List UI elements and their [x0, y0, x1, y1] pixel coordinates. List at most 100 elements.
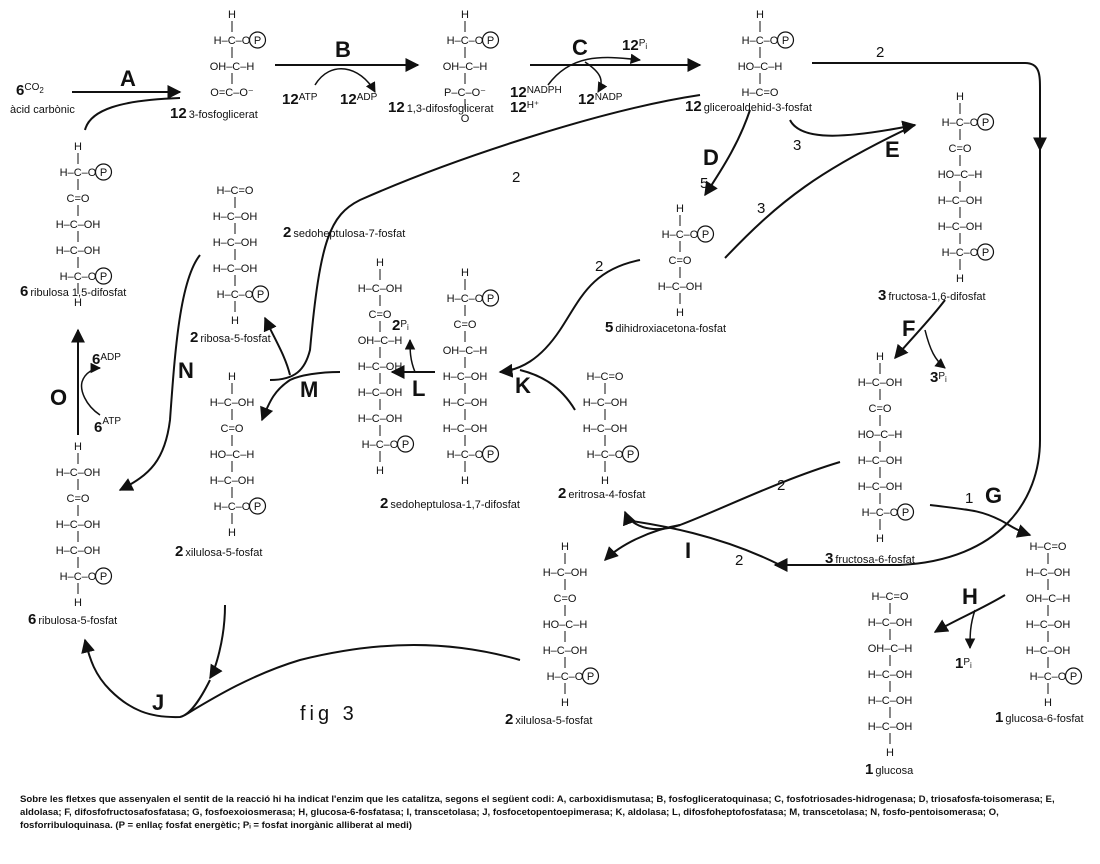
- svg-text:6ADP: 6ADP: [92, 351, 121, 368]
- enzyme-h: H: [962, 584, 978, 609]
- atom-row: HO–C–H: [738, 61, 783, 73]
- atom-row: H–C–O: [447, 35, 484, 47]
- atom-row: H–C–O: [547, 671, 584, 683]
- atom-row: H–C–OH: [858, 481, 903, 493]
- atom-row: H: [74, 597, 82, 609]
- atom-row: C=O: [869, 403, 892, 415]
- atom-row: OH–C–H: [210, 61, 255, 73]
- count-i-f6p: 2: [777, 477, 785, 494]
- atom-row: H–C–OH: [56, 545, 101, 557]
- atom-row: H–C–O: [217, 289, 254, 301]
- atom-row: HO–C–H: [938, 169, 983, 181]
- atom-row: H: [74, 141, 82, 153]
- atom-row: H: [561, 697, 569, 709]
- arrow-a-branch: [84, 97, 181, 131]
- phosphate-circle: [248, 497, 267, 515]
- phosphate-label: P: [487, 449, 494, 461]
- arrow-l-pi: [404, 338, 416, 373]
- arrow-h-pi: [964, 609, 976, 650]
- atom-row: HO–C–H: [858, 429, 903, 441]
- arrow-i-from-f6p: [624, 519, 781, 566]
- enzyme-e: E: [885, 137, 900, 162]
- arrow-j-from-xu5p-a: [209, 604, 226, 680]
- atom-row: H–C–O: [942, 117, 979, 129]
- arrow-j-to-ru5p: [81, 638, 211, 719]
- phosphate-circle: [896, 503, 915, 521]
- atom-row: H–C=O: [587, 371, 624, 383]
- atom-row: H–C–O: [447, 293, 484, 305]
- atom-row: C=O: [669, 255, 692, 267]
- enzyme-m: M: [300, 377, 318, 402]
- phosphate-label: P: [402, 439, 409, 451]
- arrow-f-pi: [924, 329, 946, 369]
- atom-row: H: [228, 371, 236, 383]
- phosphate-label: P: [254, 35, 261, 47]
- atom-row: H–C–OH: [1026, 567, 1071, 579]
- phosphate-label: P: [982, 117, 989, 129]
- enzyme-j: J: [152, 690, 164, 715]
- atom-row: H–C–O: [362, 439, 399, 451]
- phosphate-label: P: [100, 571, 107, 583]
- atom-row: H–C–OH: [56, 219, 101, 231]
- phosphate-label: P: [100, 167, 107, 179]
- atom-row: H–C–O: [60, 167, 97, 179]
- arrow-i-to-xu5p: [604, 524, 681, 561]
- arrow-d: [704, 109, 751, 197]
- atom-row: H–C–OH: [56, 245, 101, 257]
- phosphate-circle: [481, 31, 500, 49]
- atom-row: H: [1044, 697, 1052, 709]
- atom-row: OH–C–H: [443, 61, 488, 73]
- enzyme-n: N: [178, 358, 194, 383]
- atom-row: OH–C–H: [868, 643, 913, 655]
- atom-row: C=O: [554, 593, 577, 605]
- svg-text:12ADP: 12ADP: [340, 91, 378, 108]
- atom-row: H: [461, 9, 469, 21]
- atom-row: H–C–O: [942, 247, 979, 259]
- atom-row: C=O: [454, 319, 477, 331]
- phosphate-circle: [248, 31, 267, 49]
- enzyme-f: F: [902, 316, 915, 341]
- phosphate-circle: [481, 445, 500, 463]
- svg-text:12Pi: 12Pi: [622, 37, 647, 54]
- svg-text:12H⁺: 12H⁺: [510, 99, 539, 116]
- atom-row: H–C–OH: [858, 455, 903, 467]
- atom-row: H–C–OH: [658, 281, 703, 293]
- phosphate-label: P: [627, 449, 634, 461]
- atom-row: H: [601, 475, 609, 487]
- atom-row: H–C–OH: [56, 467, 101, 479]
- atom-row: O=C–O⁻: [210, 87, 254, 99]
- arrow-f: [894, 299, 946, 360]
- atom-row: H–C–OH: [210, 475, 255, 487]
- atom-row: H–C–OH: [358, 361, 403, 373]
- atom-row: C=O: [221, 423, 244, 435]
- atom-row: H–C–O: [662, 229, 699, 241]
- count-i-gap: 2: [735, 552, 743, 569]
- phosphate-circle: [94, 163, 113, 181]
- phosphate-label: P: [902, 507, 909, 519]
- figure-label: fig 3: [300, 703, 358, 725]
- atom-row: H–C–O: [862, 507, 899, 519]
- atom-row: H–C–OH: [210, 397, 255, 409]
- phosphate-label: P: [1070, 671, 1077, 683]
- enzyme-i: I: [685, 538, 691, 563]
- atom-row: OH–C–H: [358, 335, 403, 347]
- arrow-m-to-xu5p: [260, 371, 341, 422]
- arrow-e-from-gap: [789, 119, 917, 137]
- atom-row: H–C–OH: [858, 377, 903, 389]
- atom-row: C=O: [369, 309, 392, 321]
- phosphate-label: P: [702, 229, 709, 241]
- atom-row: O: [461, 113, 470, 125]
